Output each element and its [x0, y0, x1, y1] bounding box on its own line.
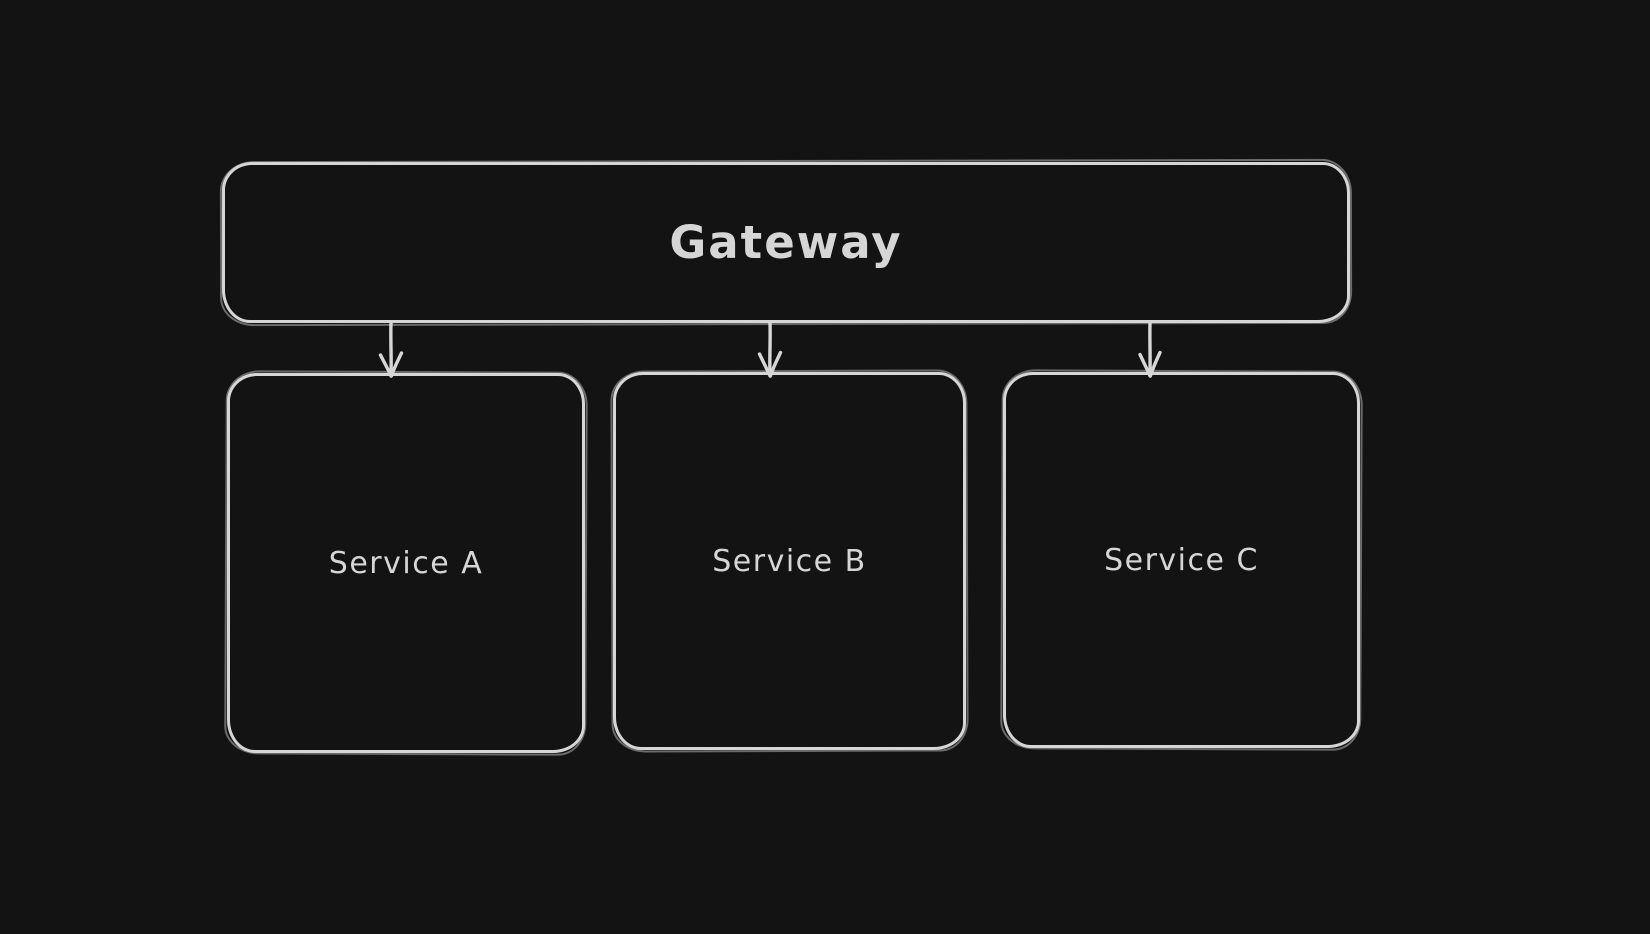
- gateway-node-label: Gateway: [669, 216, 903, 269]
- service-b-node-label: Service B: [712, 543, 867, 579]
- gateway-node[interactable]: Gateway: [222, 162, 1350, 323]
- arrow-gateway-to-service-a-icon[interactable]: [369, 321, 413, 379]
- service-c-node-label: Service C: [1104, 542, 1259, 578]
- service-a-node[interactable]: Service A: [227, 373, 585, 753]
- arrow-gateway-to-service-c-icon[interactable]: [1128, 321, 1172, 379]
- service-a-node-label: Service A: [328, 545, 484, 581]
- arrow-gateway-to-service-b-icon[interactable]: [748, 321, 792, 379]
- service-b-node[interactable]: Service B: [613, 372, 966, 750]
- service-c-node[interactable]: Service C: [1003, 372, 1360, 748]
